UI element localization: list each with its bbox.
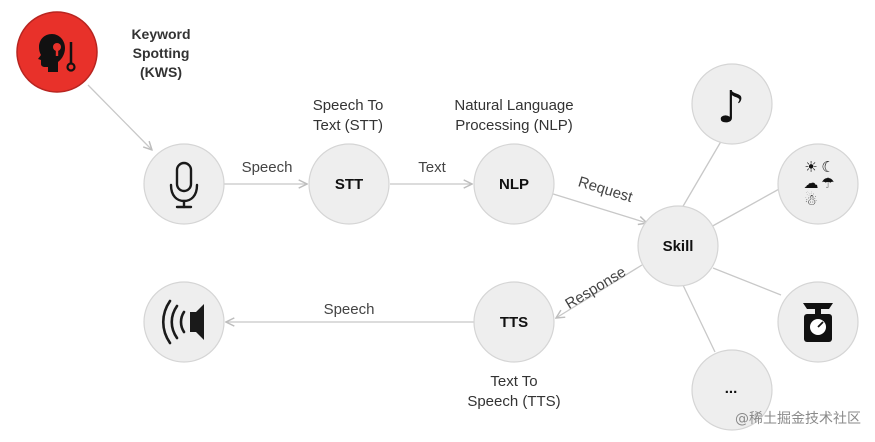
edge-skill-to-weather bbox=[708, 187, 782, 229]
nlp-circle bbox=[473, 143, 555, 225]
nlp-label: NLP bbox=[499, 176, 529, 193]
skill-music-node: ♪ bbox=[691, 63, 773, 145]
kitchen-scale-icon bbox=[803, 303, 833, 342]
music-note-icon: ♪ bbox=[717, 82, 745, 133]
skill-more-circle bbox=[691, 349, 773, 431]
stt-label: STT bbox=[335, 176, 363, 193]
stt-caption-line-1: Speech To bbox=[313, 97, 384, 114]
weather-moon-icon: ☾ bbox=[821, 158, 834, 176]
stt-node: STT bbox=[308, 143, 390, 225]
edge-skill-to-tts bbox=[556, 264, 643, 318]
mic-node bbox=[143, 143, 225, 225]
microphone-icon bbox=[169, 161, 199, 209]
skill-music-circle bbox=[691, 63, 773, 145]
kws-label-line-2: Spotting bbox=[133, 45, 190, 61]
tts-label: TTS bbox=[500, 314, 528, 331]
edge-skill-to-more bbox=[681, 282, 716, 353]
speaker-node bbox=[143, 281, 225, 363]
tts-circle bbox=[473, 281, 555, 363]
kws-label-line-3: (KWS) bbox=[140, 64, 182, 80]
edge-label-request: Request bbox=[576, 173, 635, 206]
speaker-circle bbox=[143, 281, 225, 363]
skill-weather-circle bbox=[777, 143, 859, 225]
head-keyhole-icon bbox=[38, 34, 76, 72]
weather-umbrella-icon: ☂ bbox=[821, 174, 834, 192]
skill-weather-node: ☀ ☾ ☁ ☂ ☃ bbox=[777, 143, 859, 225]
skill-more-label: ... bbox=[725, 380, 738, 397]
watermark-text: @稀土掘金技术社区 bbox=[735, 411, 861, 427]
weather-sun-icon: ☀ bbox=[804, 158, 817, 176]
mic-circle bbox=[143, 143, 225, 225]
skill-node: Skill bbox=[637, 205, 719, 287]
edge-label-text: Text bbox=[418, 159, 446, 176]
edge-skill-to-scale bbox=[712, 267, 782, 296]
nlp-node: NLP bbox=[473, 143, 555, 225]
speaker-icon bbox=[161, 299, 204, 345]
kws-label-line-1: Keyword bbox=[131, 26, 190, 42]
edge-label-speech-out: Speech bbox=[324, 301, 375, 318]
weather-cloud-icon: ☁ bbox=[804, 174, 819, 192]
edge-label-speech-in: Speech bbox=[242, 159, 293, 176]
nlp-caption-line-1: Natural Language bbox=[454, 97, 573, 114]
edge-skill-to-music bbox=[681, 137, 724, 209]
weather-snow-icon: ☃ bbox=[804, 191, 817, 209]
skill-more-node: ... bbox=[691, 349, 773, 431]
stt-caption-line-2: Text (STT) bbox=[313, 117, 383, 134]
skill-circle bbox=[637, 205, 719, 287]
kws-node bbox=[16, 11, 98, 93]
edge-nlp-to-skill bbox=[549, 192, 647, 223]
tts-caption-line-1: Text To bbox=[490, 373, 537, 390]
skill-scale-node bbox=[777, 281, 859, 363]
nlp-caption-line-2: Processing (NLP) bbox=[455, 117, 573, 134]
edge-kws-to-mic bbox=[87, 84, 152, 150]
weather-icon: ☀ ☾ ☁ ☂ ☃ bbox=[804, 158, 835, 209]
edge-label-response: Response bbox=[562, 263, 629, 312]
tts-node: TTS bbox=[473, 281, 555, 363]
tts-caption-line-2: Speech (TTS) bbox=[467, 393, 560, 410]
skill-label: Skill bbox=[663, 238, 694, 255]
stt-circle bbox=[308, 143, 390, 225]
